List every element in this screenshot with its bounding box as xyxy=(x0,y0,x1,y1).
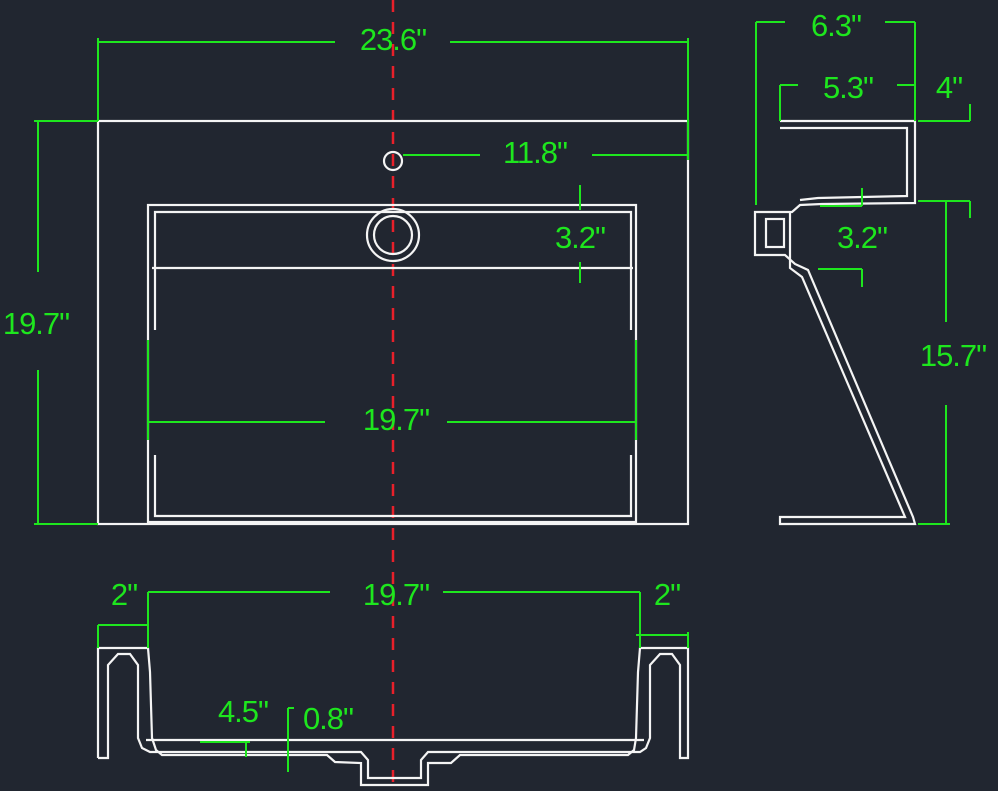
dim-leg-height: 15.7" xyxy=(920,338,986,373)
bracket-slot xyxy=(764,217,786,249)
dim-bottom-basin-width: 19.7" xyxy=(363,577,429,612)
dim-left-wall: 2" xyxy=(111,577,137,612)
sink-outline xyxy=(96,119,690,526)
side-profile-inner xyxy=(780,126,909,202)
dim-top-depth: 5.3" xyxy=(823,70,873,105)
dim-right-wall: 2" xyxy=(654,577,680,612)
dim-overall-width: 23.6" xyxy=(360,22,426,57)
dim-faucet-offset: 11.8" xyxy=(503,135,567,170)
drain-outer xyxy=(365,207,421,263)
front-view: 23.6" 19.7" 11.8" 3.2" 19.7" xyxy=(3,22,690,526)
dim-floor-thickness: 0.8" xyxy=(303,701,353,736)
dim-overall-height: 19.7" xyxy=(3,306,69,341)
dim-basin-width: 19.7" xyxy=(363,402,429,437)
basin-inner-edge xyxy=(153,210,633,330)
bottom-profile xyxy=(96,646,690,787)
dim-top-thickness: 4" xyxy=(936,70,962,105)
dim-floor-height: 4.5" xyxy=(218,694,268,729)
bottom-view: 2" 19.7" 2" 4.5" 0.8" xyxy=(96,577,690,787)
side-profile-outer xyxy=(753,119,917,526)
dim-basin-top: 3.2" xyxy=(555,220,605,255)
dim-bracket-height: 3.2" xyxy=(837,220,887,255)
side-view: 6.3" 5.3" 4" 3.2" 15.7" xyxy=(753,8,987,526)
faucet-hole xyxy=(382,150,404,172)
drain-inner xyxy=(372,214,414,256)
dim-overall-depth: 6.3" xyxy=(811,8,861,43)
basin-inner-edge-lower xyxy=(153,455,633,518)
